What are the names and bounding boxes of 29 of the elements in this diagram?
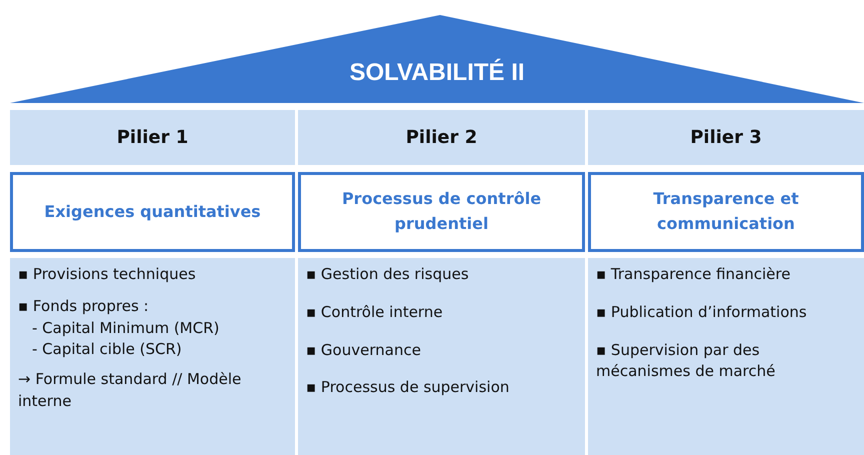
pillar-content-panel — [298, 258, 585, 455]
pillar-theme: Exigences quantitatives — [44, 200, 261, 223]
pillar-content-panel — [588, 258, 864, 455]
list-item: ▪ Contrôle interne — [306, 302, 444, 323]
pillar-title: Pilier 2 — [406, 127, 478, 148]
pillar-header — [588, 110, 864, 165]
roof-title: SOLVABILITÉ II — [348, 59, 526, 87]
list-item: ▪ Fonds propres : — [18, 296, 150, 317]
list-item: - Capital Minimum (MCR) — [32, 318, 220, 338]
list-item: ▪ Publication d’informations — [596, 302, 808, 323]
pillar-header — [10, 110, 295, 165]
list-item: ▪ Supervision par des mécanismes de marché — [596, 340, 776, 382]
list-item: → Formule standard // Modèle interne — [18, 369, 242, 412]
pillar-theme-box — [298, 172, 585, 252]
pillar-header — [298, 110, 585, 165]
roof-triangle — [10, 15, 864, 103]
list-item: ▪ Gestion des risques — [306, 264, 470, 285]
list-item: - Capital cible (SCR) — [32, 339, 183, 360]
pillar-content-panel — [10, 258, 295, 455]
pillar-theme-box — [588, 172, 864, 252]
pillar-title: Pilier 1 — [116, 127, 188, 148]
pillar-theme: Processus de contrôle prudentiel — [340, 188, 542, 235]
list-item: ▪ Transparence financière — [596, 264, 792, 285]
list-item: ▪ Gouvernance — [306, 340, 422, 360]
list-item: ▪ Provisions techniques — [18, 264, 197, 285]
pillar-theme-box — [10, 172, 295, 252]
list-item: ▪ Processus de supervision — [306, 377, 510, 398]
pillar-theme: Transparence et communication — [652, 188, 800, 235]
pillar-title: Pilier 3 — [690, 127, 762, 148]
